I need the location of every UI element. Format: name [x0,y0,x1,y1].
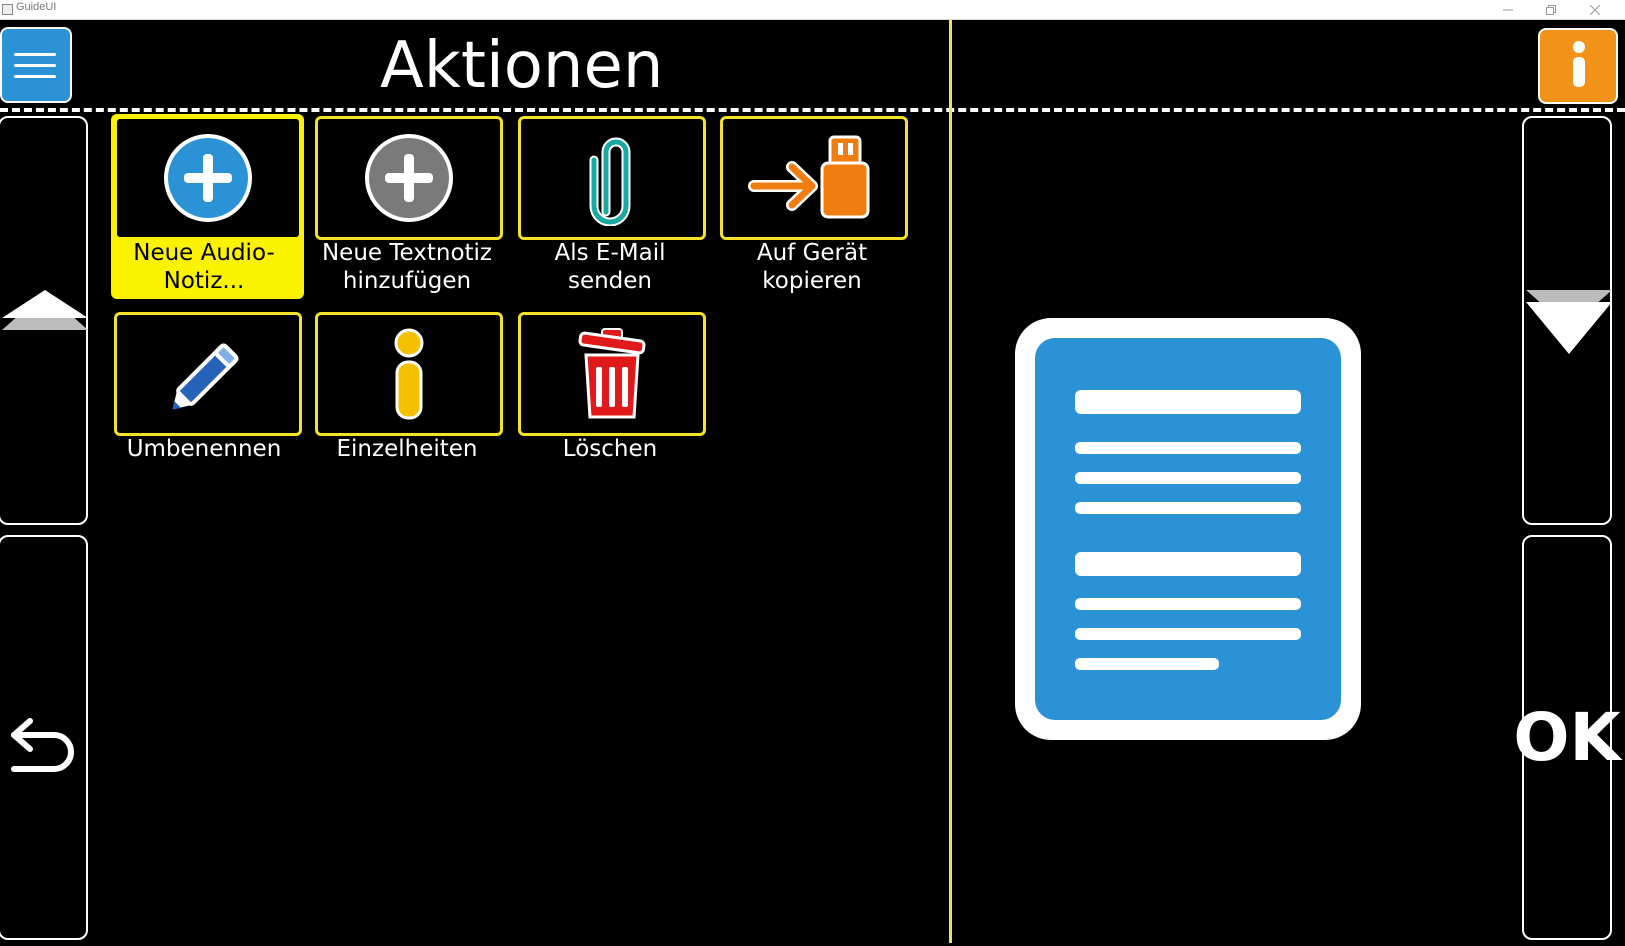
paperclip-icon [589,137,631,226]
trash-icon [578,328,646,419]
action-tile-rename[interactable] [114,312,302,436]
ok-label: OK [1513,699,1621,776]
scroll-down-button[interactable] [1522,116,1612,525]
action-label-rename: Umbenennen [126,436,282,462]
pencil-icon [172,343,239,410]
window-title-bar: GuideUI [0,0,1625,20]
action-tile-send-email[interactable] [518,116,706,240]
info-button[interactable] [1538,28,1618,104]
action-tile-new-audio-note[interactable] [114,116,302,240]
info-icon [1573,41,1585,87]
action-tile-new-text-note[interactable] [315,116,503,240]
close-icon [1590,4,1600,15]
copy-to-usb-icon [748,135,870,219]
action-tile-copy-to-device[interactable] [720,116,908,240]
action-label-new-audio-note: Neue Audio-Notiz... [133,240,275,294]
minimize-icon [1503,9,1513,10]
header-divider [0,108,1625,112]
action-label-details: Einzelheiten [336,436,478,462]
back-arrow-icon [11,718,74,772]
action-tile-details[interactable] [315,312,503,436]
add-circle-blue-icon [164,134,252,222]
action-label-delete: Löschen [562,436,658,462]
close-button[interactable] [1577,0,1613,19]
restore-icon [1546,4,1556,15]
page-title: Aktionen [380,29,664,103]
details-info-icon [394,328,424,420]
back-button[interactable] [0,535,88,940]
ok-button[interactable]: OK [1513,535,1621,940]
menu-button[interactable] [0,27,72,103]
app-icon [2,4,13,15]
add-circle-gray-icon [365,134,453,222]
panel-divider [949,20,952,943]
scroll-down-icon [1526,290,1612,354]
scroll-up-icon [2,290,88,330]
window-title: GuideUI [16,1,57,13]
scroll-up-button[interactable] [0,116,88,525]
action-tile-delete[interactable] [518,312,706,436]
minimize-button[interactable] [1490,0,1526,19]
document-icon [1015,318,1361,740]
restore-button[interactable] [1533,0,1569,19]
